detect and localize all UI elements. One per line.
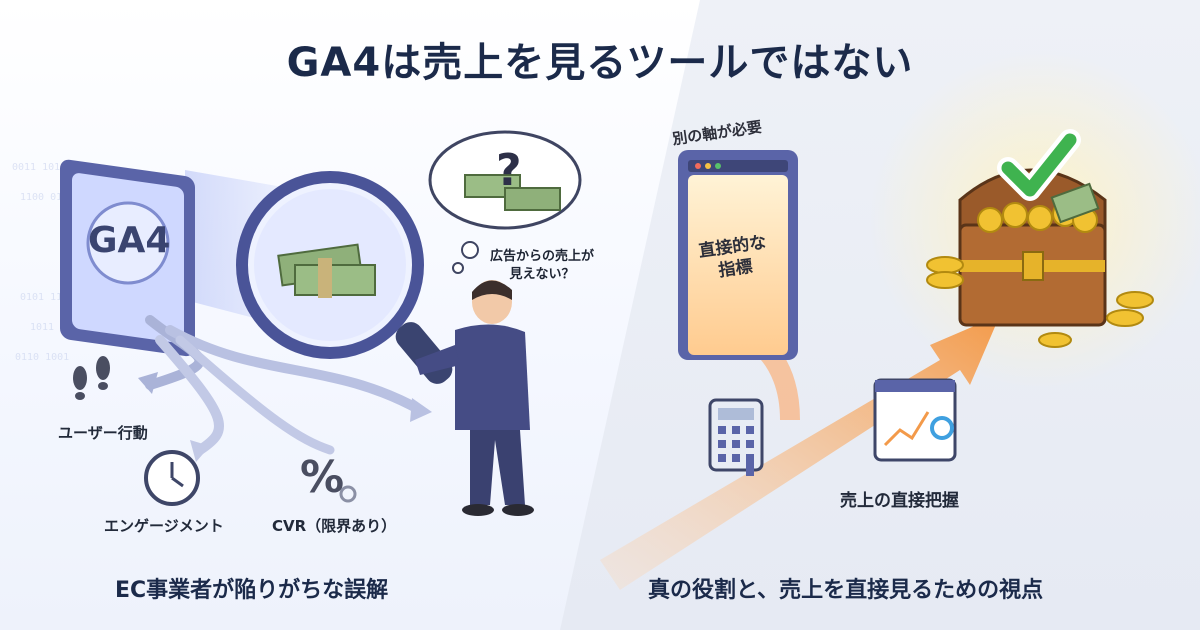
thought-bubble	[428, 130, 582, 274]
svg-text:?: ?	[496, 145, 522, 196]
page-title: GA4は売上を見るツールではない	[286, 40, 914, 86]
left-illustration: % ?	[60, 130, 582, 516]
gate-label: 直接的な 指標	[697, 232, 768, 282]
right-caption: 真の役割と、売上を直接見るための視点	[648, 578, 1044, 603]
cvr-label: CVR（限界あり）	[272, 517, 397, 535]
engagement-label: エンゲージメント	[104, 517, 224, 535]
indicator-gate	[678, 150, 798, 360]
checkmark-icon	[997, 129, 1081, 201]
left-caption: EC事業者が陥りがちな誤解	[115, 578, 389, 603]
ga4-monitor-label: GA4	[88, 220, 171, 261]
flow-arrows	[138, 315, 432, 462]
question-icon: ?	[496, 145, 522, 196]
thought-bubble-text: 広告からの売上が 見えない？	[490, 249, 595, 282]
dashboard-icon	[873, 378, 957, 462]
businessman-figure	[415, 280, 534, 516]
calculator-icon	[708, 398, 764, 476]
ga4-monitor	[60, 159, 195, 357]
footprints-icon	[73, 356, 110, 400]
user-behavior-label: ユーザー行動	[58, 424, 148, 442]
magnifier-icon	[236, 171, 453, 384]
treasure-chest-icon	[926, 168, 1154, 348]
percent-icon: %	[300, 452, 357, 503]
clock-icon	[144, 450, 200, 506]
right-illustration	[600, 129, 1154, 590]
money-icon	[277, 243, 376, 298]
svg-text:%: %	[300, 452, 344, 503]
direct-sales-label: 売上の直接把握	[840, 491, 959, 511]
